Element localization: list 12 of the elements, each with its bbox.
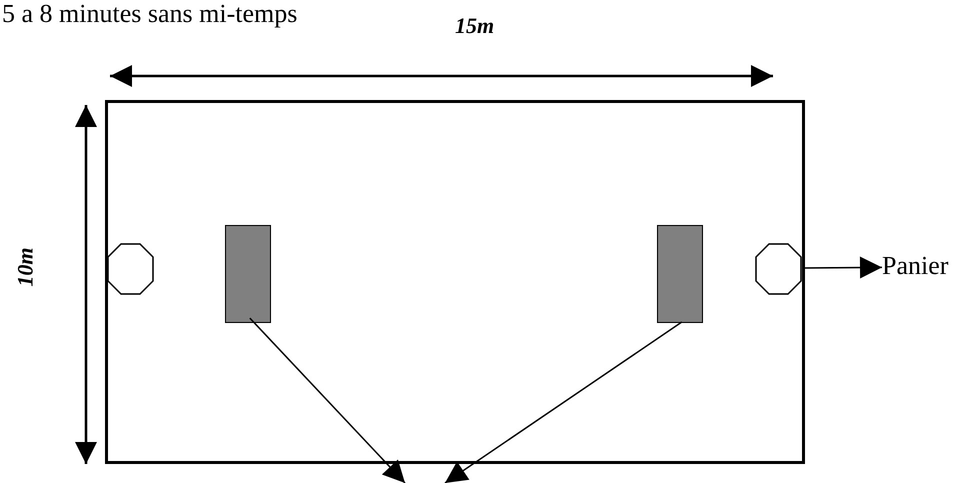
basket-label: Panier <box>882 251 962 283</box>
player-zone <box>657 225 703 323</box>
arrow <box>249 318 406 483</box>
player-zone <box>225 225 271 323</box>
basket-symbol <box>107 243 154 295</box>
dimension-label: 10m <box>13 248 38 287</box>
court-outline <box>105 100 805 464</box>
note-text: 5 a 8 minutes sans mi-temps <box>2 0 298 29</box>
basket-symbol <box>755 243 802 295</box>
arrow <box>444 321 682 483</box>
dimension-label: 15m <box>455 14 494 38</box>
arrow <box>804 256 882 278</box>
